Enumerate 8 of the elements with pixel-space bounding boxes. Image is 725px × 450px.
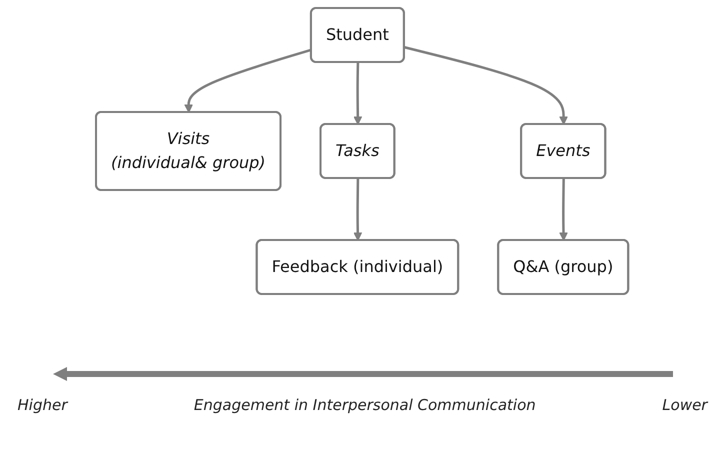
arrow xyxy=(354,62,363,125)
axis-label: Engagement in Interpersonal Communication xyxy=(194,396,536,414)
arrow xyxy=(560,178,568,241)
arrow xyxy=(354,178,363,241)
arrow xyxy=(184,48,312,113)
axis-label: Higher xyxy=(18,396,68,414)
axis-label: Lower xyxy=(662,396,708,414)
arrow xyxy=(404,46,568,125)
